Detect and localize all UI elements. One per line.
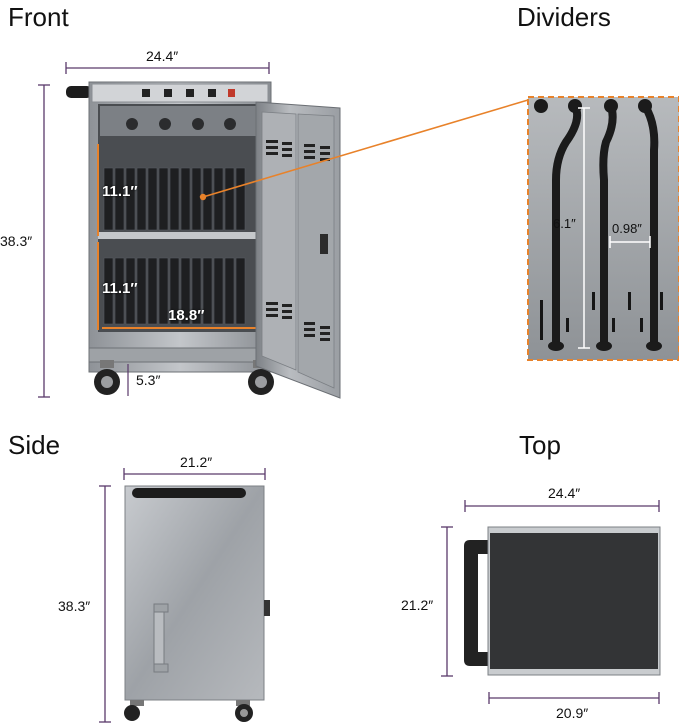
lower-shelf-slots [103, 257, 246, 325]
top-handle [464, 540, 492, 666]
callout-leader-line [202, 99, 529, 198]
top-width-label: 24.4″ [548, 485, 581, 501]
side-panel [124, 485, 265, 701]
dividers-heading: Dividers [517, 2, 611, 32]
front-view [38, 62, 529, 399]
door-vents [266, 140, 330, 341]
divider-dimension-lines [578, 107, 651, 349]
side-width-label: 21.2″ [180, 454, 213, 470]
side-casters [124, 700, 253, 722]
top-view [441, 500, 661, 704]
top-depth-label: 21.2″ [401, 597, 434, 613]
front-height-dimension-line [38, 84, 50, 398]
side-height-label: 38.3″ [58, 598, 91, 614]
cart-handle [66, 86, 92, 98]
inner-width-label: 18.8″ [168, 307, 205, 324]
lower-shelf-height-label: 11.1″ [102, 280, 138, 297]
upper-shelf-height-label: 11.1″ [102, 183, 138, 200]
side-view [99, 468, 270, 723]
top-heading: Top [519, 430, 561, 460]
top-inner-width-label: 20.9″ [556, 705, 589, 721]
dividers-detail-view [527, 96, 679, 361]
shelf-height-markers [97, 144, 256, 330]
divider-height-label: 6.1″ [553, 216, 576, 231]
front-width-dimension-line [65, 62, 270, 74]
front-height-label: 38.3″ [0, 233, 33, 249]
front-heading: Front [8, 2, 69, 32]
upper-shelf-slots [103, 167, 246, 231]
side-heading: Side [8, 430, 61, 460]
divider-spacing-label: 0.98″ [612, 221, 642, 236]
caster-height-label: 5.3″ [136, 372, 161, 388]
top-surface [490, 533, 658, 669]
door-lock [320, 234, 328, 254]
power-outlets [142, 89, 235, 97]
side-handle [132, 488, 246, 498]
front-width-label: 24.4″ [146, 48, 179, 64]
